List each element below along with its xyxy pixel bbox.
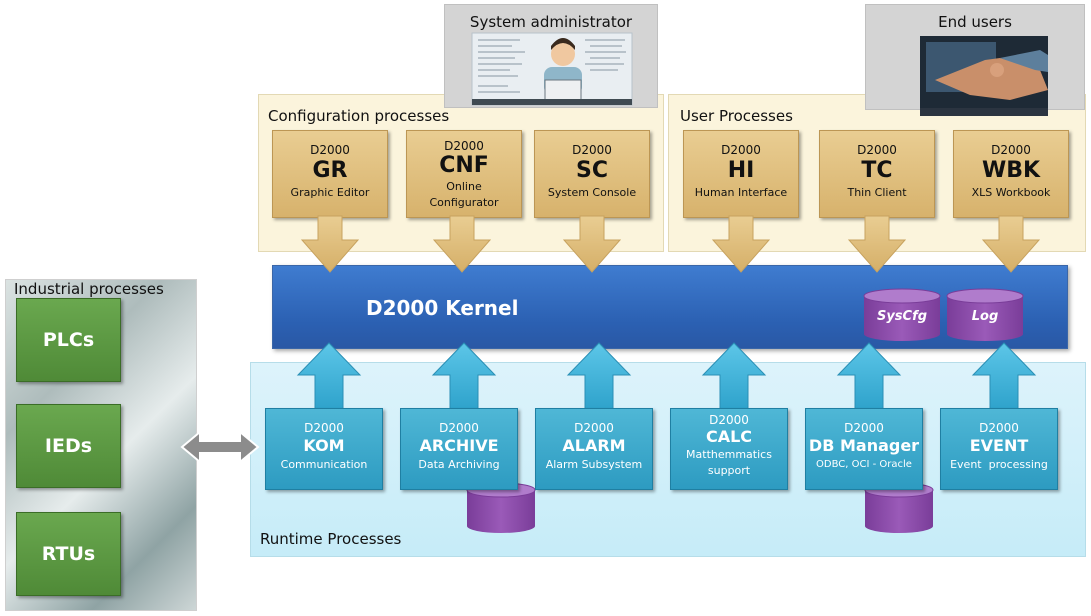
arrow-gr-to-kernel: [300, 215, 360, 273]
industrial-processes-title: Industrial processes: [14, 280, 164, 298]
sc-subtitle: System Console: [547, 186, 637, 199]
plcs-box: PLCs: [16, 298, 121, 382]
arrow-sc-to-kernel: [562, 215, 622, 273]
admin-illustration: [471, 32, 633, 106]
wbk-process-box: D2000 WBK XLS Workbook: [953, 130, 1069, 218]
arrow-cnf-to-kernel: [432, 215, 492, 273]
arrow-tc-to-kernel: [847, 215, 907, 273]
arrow-wbk-to-kernel: [981, 215, 1041, 273]
end-users-illustration: [920, 36, 1048, 116]
bidirectional-arrow: [180, 429, 260, 465]
wbk-subtitle: XLS Workbook: [971, 186, 1051, 199]
alarm-brand: D2000: [574, 421, 614, 435]
wbk-brand: D2000: [991, 143, 1031, 157]
user-processes-title: User Processes: [680, 107, 793, 125]
configuration-processes-title: Configuration processes: [268, 107, 450, 125]
event-code: EVENT: [969, 436, 1029, 455]
arrow-hi-to-kernel: [711, 215, 771, 273]
archive-brand: D2000: [439, 421, 479, 435]
rtus-box: RTUs: [16, 512, 121, 596]
event-process-box: D2000 EVENT Event processing: [940, 408, 1058, 490]
tc-process-box: D2000 TC Thin Client: [819, 130, 935, 218]
arrow-dbmanager-to-kernel: [836, 342, 902, 411]
archive-process-box: D2000 ARCHIVE Data Archiving: [400, 408, 518, 490]
hi-code: HI: [727, 158, 755, 183]
alarm-process-box: D2000 ALARM Alarm Subsystem: [535, 408, 653, 490]
cnf-code: CNF: [439, 153, 489, 178]
calc-process-box: D2000 CALC Matthemmatics support: [670, 408, 788, 490]
sc-code: SC: [576, 158, 608, 183]
kom-brand: D2000: [304, 421, 344, 435]
alarm-code: ALARM: [562, 436, 626, 455]
archive-subtitle: Data Archiving: [418, 458, 500, 471]
ieds-box: IEDs: [16, 404, 121, 488]
arrow-archive-to-kernel: [431, 342, 497, 411]
hi-brand: D2000: [721, 143, 761, 157]
cnf-process-box: D2000 CNF Online Configurator: [406, 130, 522, 218]
arrow-calc-to-kernel: [701, 342, 767, 411]
arrow-kom-to-kernel: [296, 342, 362, 411]
cnf-brand: D2000: [444, 139, 484, 153]
wbk-code: WBK: [981, 158, 1041, 183]
hi-process-box: D2000 HI Human Interface: [683, 130, 799, 218]
dbmanager-subtitle: ODBC, OCI - Oracle: [816, 459, 912, 470]
arrow-event-to-kernel: [971, 342, 1037, 411]
event-subtitle: Event processing: [950, 458, 1048, 471]
event-brand: D2000: [979, 421, 1019, 435]
arrow-alarm-to-kernel: [566, 342, 632, 411]
dbmanager-code: DB Manager: [808, 436, 920, 455]
hi-subtitle: Human Interface: [694, 186, 788, 199]
tc-subtitle: Thin Client: [847, 186, 907, 199]
log-database: [946, 288, 1024, 341]
end-users-title: End users: [938, 13, 1012, 31]
gr-brand: D2000: [310, 143, 350, 157]
archive-database: [466, 482, 536, 533]
dbmanager-brand: D2000: [844, 421, 884, 435]
system-administrator-title: System administrator: [469, 13, 633, 31]
runtime-processes-title: Runtime Processes: [260, 530, 402, 548]
calc-code: CALC: [705, 427, 753, 446]
syscfg-label: SysCfg: [876, 309, 928, 324]
kom-subtitle: Communication: [280, 458, 368, 471]
cnf-subtitle: Online Configurator: [429, 180, 499, 209]
dbmanager-database: [864, 482, 934, 533]
syscfg-database: [863, 288, 941, 341]
gr-process-box: D2000 GR Graphic Editor: [272, 130, 388, 218]
kernel-title: D2000 Kernel: [366, 296, 519, 320]
gr-subtitle: Graphic Editor: [290, 186, 370, 199]
tc-brand: D2000: [857, 143, 897, 157]
alarm-subtitle: Alarm Subsystem: [545, 458, 643, 471]
gr-code: GR: [312, 158, 348, 183]
calc-subtitle: Matthemmatics support: [686, 448, 772, 477]
calc-brand: D2000: [709, 413, 749, 427]
sc-brand: D2000: [572, 143, 612, 157]
log-label: Log: [971, 309, 999, 324]
kom-code: KOM: [303, 436, 345, 455]
archive-code: ARCHIVE: [419, 436, 499, 455]
kom-process-box: D2000 KOM Communication: [265, 408, 383, 490]
dbmanager-process-box: D2000 DB Manager ODBC, OCI - Oracle: [805, 408, 923, 490]
tc-code: TC: [861, 158, 893, 183]
sc-process-box: D2000 SC System Console: [534, 130, 650, 218]
